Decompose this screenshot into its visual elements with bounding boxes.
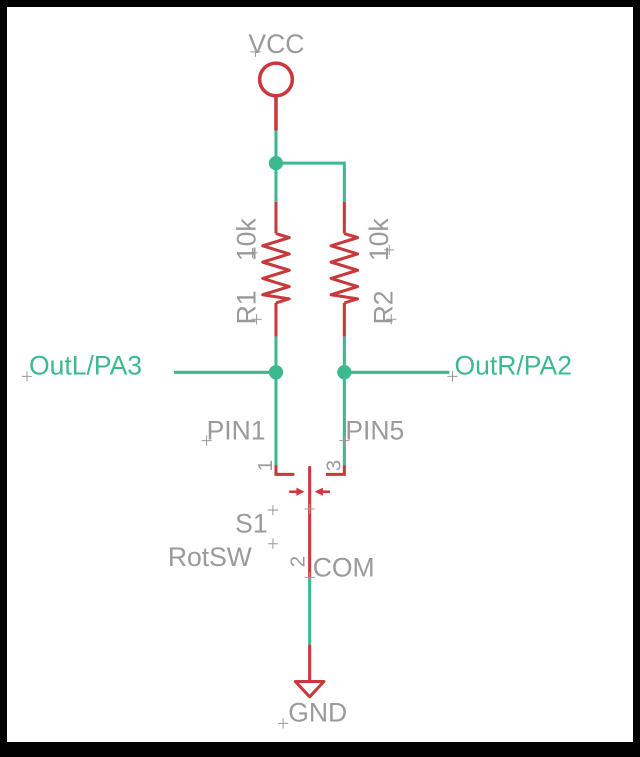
r1-zigzag [261, 232, 291, 305]
switch-pin3-number: 3 [323, 460, 345, 471]
net-outr[interactable]: OutR/PA2 [337, 336, 572, 466]
switch-ref-label: S1 [235, 509, 267, 539]
junction-dot [268, 365, 284, 380]
pin1-origin-cross [201, 435, 212, 446]
pin5-origin-cross [339, 435, 350, 446]
junction-dot [337, 365, 352, 380]
net-label-outl: OutL/PA3 [29, 350, 142, 380]
r1-value-label: 10k [232, 218, 262, 261]
resistor-r1[interactable]: 10k R1 [232, 201, 291, 337]
gnd-label: GND [288, 697, 347, 727]
switch-pin1-name: PIN1 [207, 416, 266, 446]
vcc-origin-cross [250, 46, 261, 57]
vcc-supply-symbol[interactable]: VCC [248, 29, 304, 131]
r2-ref-label: R2 [368, 290, 398, 324]
resistor-r2[interactable]: 10k R2 [329, 201, 398, 337]
switch-arrow-right [314, 487, 331, 496]
gnd-origin-cross [278, 718, 289, 729]
switch-origin-cross [304, 503, 315, 515]
net-label-origin-cross [447, 371, 458, 382]
gnd-supply-symbol[interactable]: GND [278, 644, 347, 729]
switch-pin1-lead [274, 465, 295, 476]
rotary-switch-s1[interactable]: PIN1 PIN5 1 3 2 S1 RotSW COM [168, 416, 405, 583]
vcc-label: VCC [248, 29, 304, 59]
switch-value-label: RotSW [168, 542, 252, 572]
wire-segment [275, 161, 346, 202]
r2-origin-cross [384, 244, 397, 325]
schematic-canvas: VCC 10k R1 10k R2 OutL/PA3 OutR/PA2 [7, 7, 633, 742]
r2-zigzag [329, 232, 360, 305]
net-label-origin-cross [21, 371, 33, 382]
junction-dot [268, 155, 284, 171]
switch-com-number: 2 [288, 556, 310, 567]
switch-value-origin-cross [267, 538, 279, 549]
switch-ref-origin-cross [267, 504, 279, 516]
switch-com-name: COM [313, 552, 375, 582]
switch-arrow-left [289, 487, 305, 496]
switch-pin1-number: 1 [255, 460, 277, 471]
switch-pin3-lead [325, 465, 346, 476]
vcc-circle [257, 61, 295, 98]
r1-origin-cross [247, 247, 262, 325]
switch-pin5-name: PIN5 [345, 416, 404, 446]
net-label-outr: OutR/PA2 [455, 350, 572, 380]
vcc-net-wires[interactable] [274, 130, 346, 202]
net-outl[interactable]: OutL/PA3 [21, 336, 284, 466]
schematic-drawing: VCC 10k R1 10k R2 OutL/PA3 OutR/PA2 [21, 29, 572, 729]
gnd-triangle [293, 679, 326, 699]
